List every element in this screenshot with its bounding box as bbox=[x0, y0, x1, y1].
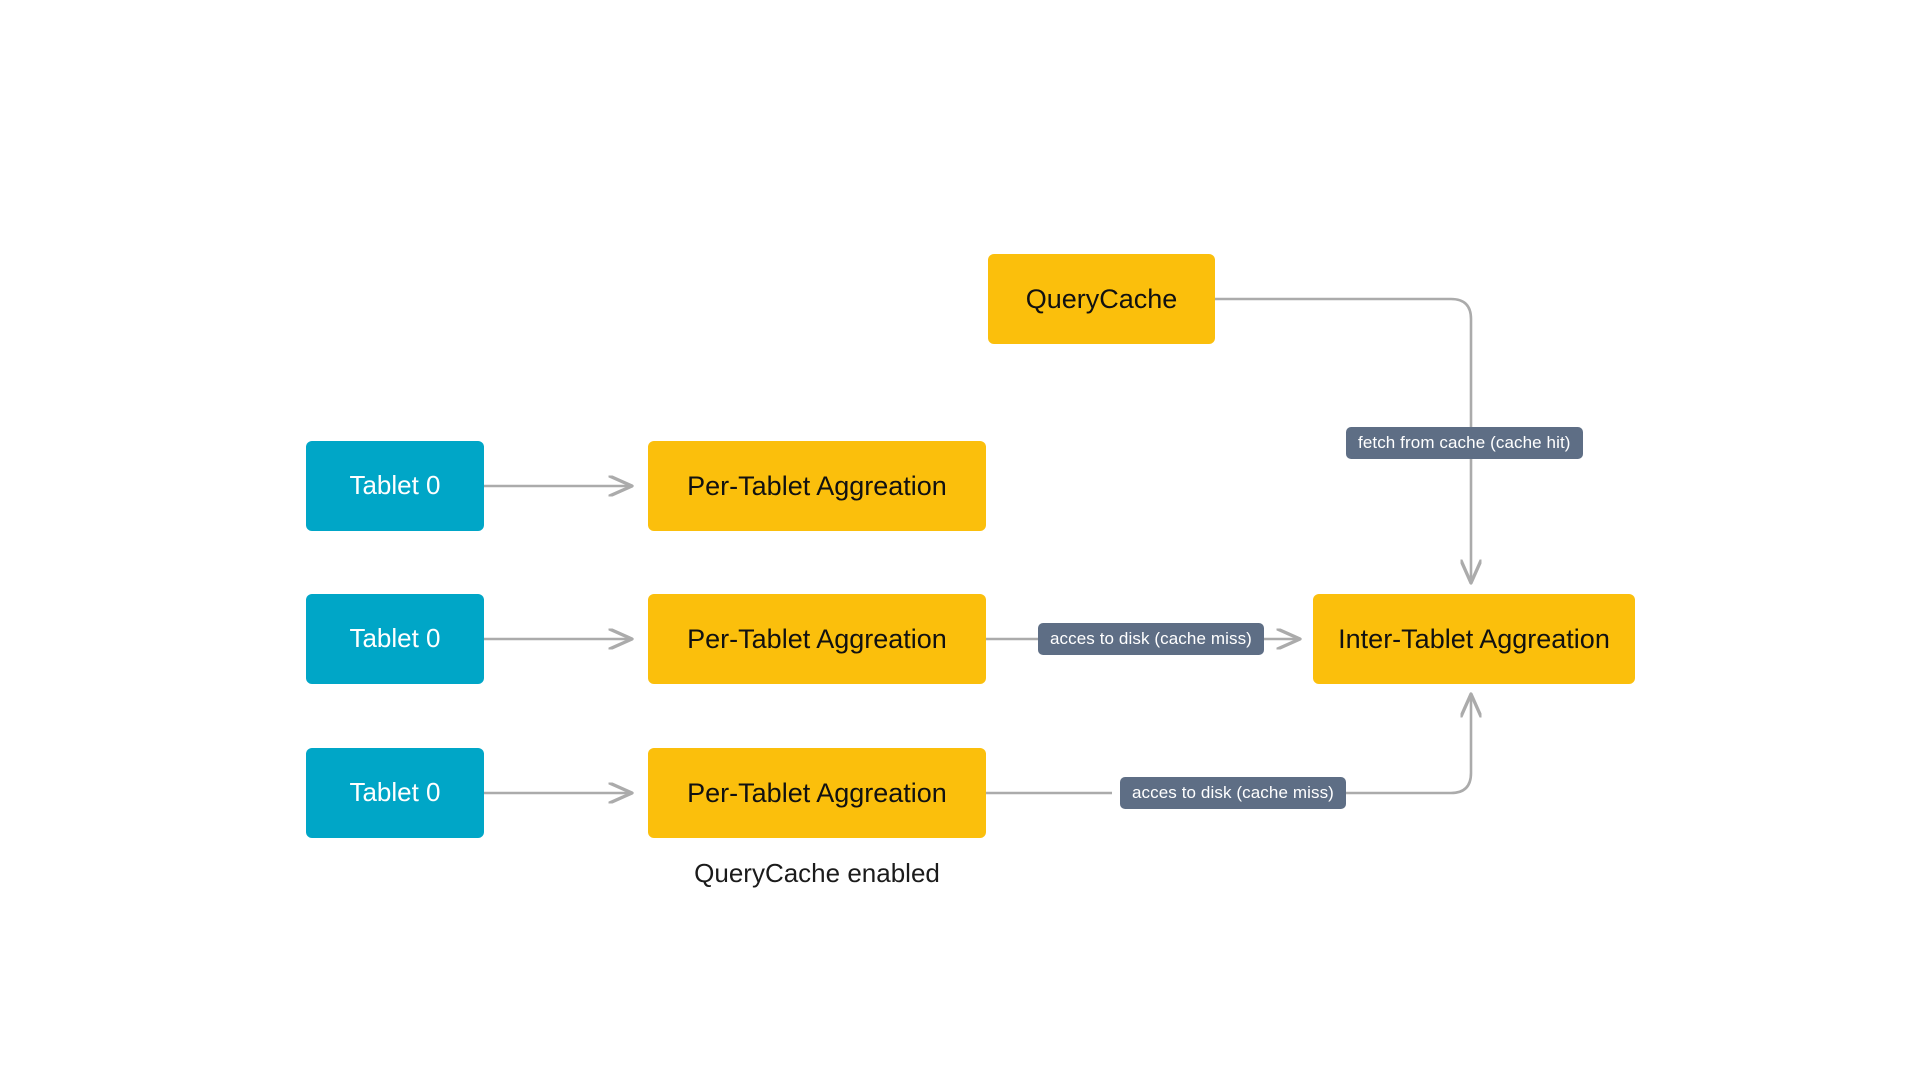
diagram-caption: QueryCache enabled bbox=[694, 858, 940, 888]
node-per-tablet-aggreation-top[interactable]: Per-Tablet Aggreation bbox=[648, 441, 986, 531]
edge-label-acces-to-disk-middle: acces to disk (cache miss) bbox=[1038, 623, 1264, 655]
node-querycache-label: QueryCache bbox=[1025, 283, 1178, 314]
edge-label-fetch-from-cache: fetch from cache (cache hit) bbox=[1346, 427, 1583, 459]
node-per-tablet-aggreation-bottom[interactable]: Per-Tablet Aggreation bbox=[648, 748, 986, 838]
node-inter-tablet-aggreation-label: Inter-Tablet Aggreation bbox=[1338, 623, 1610, 654]
edge-pertablet3-to-intertablet-right bbox=[1335, 694, 1471, 795]
edge-label-acces-to-disk-middle-text: acces to disk (cache miss) bbox=[1050, 629, 1252, 648]
node-per-tablet-aggreation-middle[interactable]: Per-Tablet Aggreation bbox=[648, 594, 986, 684]
node-inter-tablet-aggreation[interactable]: Inter-Tablet Aggreation bbox=[1313, 594, 1635, 684]
node-tablet-0-top-label: Tablet 0 bbox=[349, 470, 441, 501]
edge-label-fetch-from-cache-text: fetch from cache (cache hit) bbox=[1358, 433, 1571, 452]
node-per-tablet-aggreation-middle-label: Per-Tablet Aggreation bbox=[687, 623, 947, 654]
node-tablet-0-middle[interactable]: Tablet 0 bbox=[306, 594, 484, 684]
node-tablet-0-bottom-label: Tablet 0 bbox=[349, 777, 441, 808]
edge-label-acces-to-disk-bottom: acces to disk (cache miss) bbox=[1120, 777, 1346, 809]
node-per-tablet-aggreation-top-label: Per-Tablet Aggreation bbox=[687, 470, 947, 501]
node-tablet-0-top[interactable]: Tablet 0 bbox=[306, 441, 484, 531]
edge-label-acces-to-disk-bottom-text: acces to disk (cache miss) bbox=[1132, 783, 1334, 802]
node-querycache[interactable]: QueryCache bbox=[988, 254, 1215, 344]
node-per-tablet-aggreation-bottom-label: Per-Tablet Aggreation bbox=[687, 777, 947, 808]
node-tablet-0-middle-label: Tablet 0 bbox=[349, 623, 441, 654]
node-tablet-0-bottom[interactable]: Tablet 0 bbox=[306, 748, 484, 838]
